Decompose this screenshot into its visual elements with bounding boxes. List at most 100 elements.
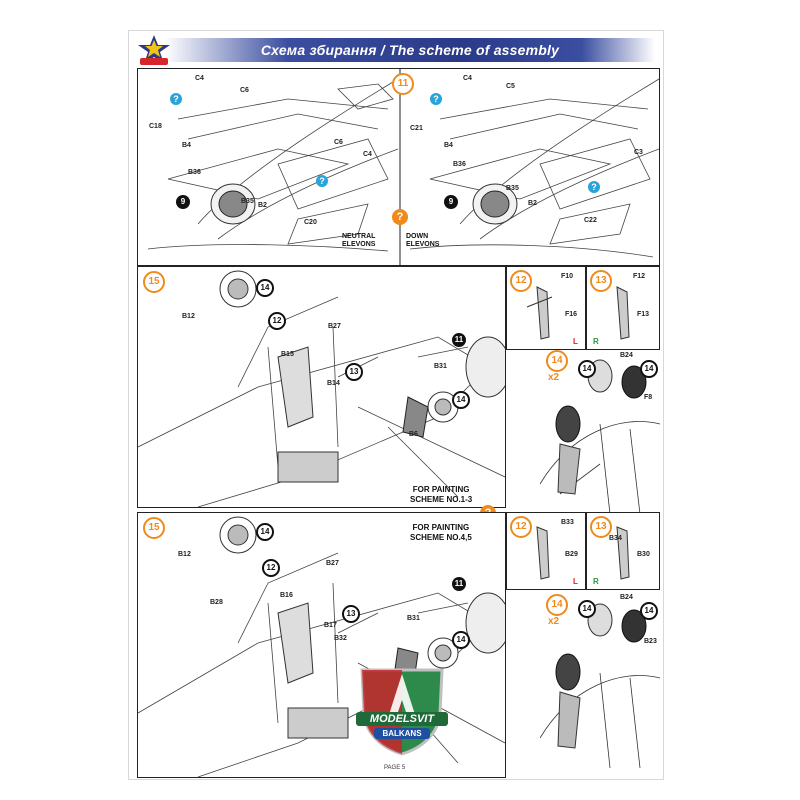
step-15-badge: 15 bbox=[143, 271, 165, 293]
callout-14: 14 bbox=[640, 360, 658, 378]
part-label: C5 bbox=[506, 83, 515, 90]
info-icon: ? bbox=[588, 181, 600, 193]
part-label: B15 bbox=[281, 351, 294, 358]
neutral-elevons-caption: NEUTRAL ELEVONS bbox=[342, 233, 376, 248]
part-label: B4 bbox=[444, 142, 453, 149]
callout-14: 14 bbox=[452, 391, 470, 409]
painting-scheme-note: FOR PAINTING SCHEME NO.1-3 bbox=[410, 485, 473, 504]
low-panel: 15 FOR PAINTING SCHEME NO.4,5 14 12 13 1… bbox=[137, 512, 506, 778]
part-label: C6 bbox=[240, 87, 249, 94]
header-bar: Схема збирання / The scheme of assembly bbox=[165, 38, 655, 62]
part-label: C20 bbox=[304, 219, 317, 226]
badge-line2: BALKANS bbox=[382, 729, 422, 738]
part-label: B32 bbox=[334, 635, 347, 642]
part-label: B36 bbox=[453, 161, 466, 168]
part-label: B30 bbox=[637, 551, 650, 558]
mid-sub13-panel: 13 F12 F13 R bbox=[586, 266, 660, 350]
part-label: B6 bbox=[409, 431, 418, 438]
badge-shield bbox=[356, 668, 448, 756]
low-sub12-panel: 12 B33 B29 L bbox=[506, 512, 586, 590]
part-label: C22 bbox=[584, 217, 597, 224]
top-drawing bbox=[147, 69, 659, 265]
callout-13: 13 bbox=[342, 605, 360, 623]
part-label: B24 bbox=[620, 352, 633, 359]
gear-leg-drawing bbox=[616, 526, 630, 580]
step-14-badge: 14 bbox=[546, 350, 568, 372]
info-icon: ? bbox=[430, 93, 442, 105]
step-11-badge: 11 bbox=[392, 73, 414, 95]
callout-13: 13 bbox=[345, 363, 363, 381]
part-label: F13 bbox=[637, 311, 650, 318]
part-label: B16 bbox=[280, 592, 293, 599]
landing-gear-closeup bbox=[540, 405, 660, 514]
side-right-label: R bbox=[593, 577, 599, 586]
part-label: C3 bbox=[634, 149, 643, 156]
part-label: C4 bbox=[363, 151, 372, 158]
callout-14: 14 bbox=[578, 600, 596, 618]
part-label: B35 bbox=[506, 185, 519, 192]
part-label: B24 bbox=[620, 594, 633, 601]
part-label: C4 bbox=[463, 75, 472, 82]
part-label: B27 bbox=[326, 560, 339, 567]
question-icon: ? bbox=[392, 209, 408, 225]
part-label: F12 bbox=[633, 273, 646, 280]
part-label: B14 bbox=[327, 380, 340, 387]
gear-leg-drawing bbox=[536, 526, 550, 580]
callout-11: 11 bbox=[452, 577, 466, 591]
part-label: B35 bbox=[241, 198, 254, 205]
side-left-label: L bbox=[573, 577, 578, 586]
callout-11: 11 bbox=[452, 333, 466, 347]
part-label: F8 bbox=[644, 394, 653, 401]
part-label: F16 bbox=[565, 311, 578, 318]
callout-14: 14 bbox=[578, 360, 596, 378]
step-12-badge: 12 bbox=[510, 270, 532, 292]
callout-14: 14 bbox=[256, 279, 274, 297]
info-icon: ? bbox=[170, 93, 182, 105]
part-label: C4 bbox=[195, 75, 204, 82]
painting-scheme-note: FOR PAINTING SCHEME NO.4,5 bbox=[410, 523, 472, 542]
callout-12: 12 bbox=[268, 312, 286, 330]
step-13-badge: 13 bbox=[590, 270, 612, 292]
part-label: B2 bbox=[528, 200, 537, 207]
part-label: B12 bbox=[178, 551, 191, 558]
callout-14: 14 bbox=[452, 631, 470, 649]
part-label: B33 bbox=[561, 519, 574, 526]
mid-sub14: 14 x2 B24 F8 14 14 bbox=[540, 346, 660, 406]
top-panel: 11 ? ? ? ? ? 9 9 C4 C6 C18 B4 B36 C6 C4 … bbox=[137, 68, 660, 266]
mid-sub12-panel: 12 F10 F16 L bbox=[506, 266, 586, 350]
part-label: B2 bbox=[258, 202, 267, 209]
page-title: Схема збирання / The scheme of assembly bbox=[260, 42, 560, 58]
low-sub14: 14 x2 B24 B23 14 14 bbox=[540, 590, 660, 650]
info-icon: ? bbox=[316, 175, 328, 187]
side-right-label: R bbox=[593, 337, 599, 346]
part-label: B4 bbox=[182, 142, 191, 149]
callout-9-right: 9 bbox=[444, 195, 458, 209]
multiplier: x2 bbox=[548, 616, 560, 627]
part-label: C6 bbox=[334, 139, 343, 146]
part-label: B31 bbox=[434, 363, 447, 370]
part-label: B34 bbox=[609, 535, 622, 542]
badge-line1: MODELSVIT bbox=[369, 713, 435, 725]
modelsvit-logo bbox=[138, 35, 170, 65]
part-label: B29 bbox=[565, 551, 578, 558]
step-13-badge: 13 bbox=[590, 516, 612, 538]
callout-9-left: 9 bbox=[176, 195, 190, 209]
part-label: B28 bbox=[210, 599, 223, 606]
part-label: B12 bbox=[182, 313, 195, 320]
mid-panel: 15 14 12 13 11 14 B12 B27 B15 B14 B31 B6… bbox=[137, 266, 506, 508]
step-15-badge: 15 bbox=[143, 517, 165, 539]
landing-gear-closeup bbox=[540, 653, 660, 768]
part-label: B23 bbox=[644, 638, 657, 645]
part-label: C18 bbox=[149, 123, 162, 130]
page-number: PAGE 5 bbox=[384, 765, 406, 771]
gear-leg-drawing bbox=[616, 286, 630, 340]
callout-14: 14 bbox=[256, 523, 274, 541]
multiplier: x2 bbox=[548, 372, 560, 383]
callout-14: 14 bbox=[640, 602, 658, 620]
part-label: B36 bbox=[188, 169, 201, 176]
part-label: B27 bbox=[328, 323, 341, 330]
down-elevons-caption: DOWN ELEVONS bbox=[406, 233, 440, 248]
modelsvit-balkans-badge: MODELSVIT BALKANS bbox=[352, 664, 452, 756]
step-14-badge: 14 bbox=[546, 594, 568, 616]
part-label: B17 bbox=[324, 622, 337, 629]
